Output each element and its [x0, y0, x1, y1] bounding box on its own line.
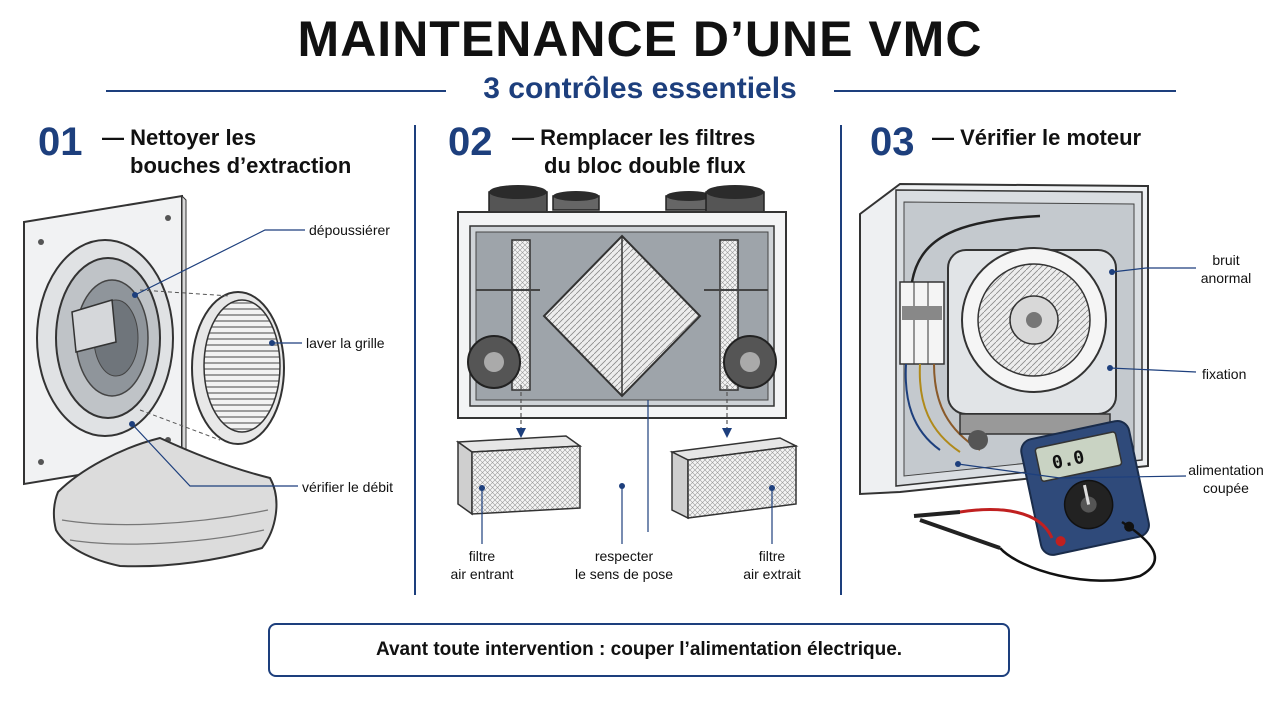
filter-arrows [516, 385, 732, 438]
step-2-leader-lines [479, 400, 775, 544]
step-2-title-line2: du bloc double flux [544, 153, 746, 178]
label-filtre-air-entrant-line2: air entrant [450, 566, 514, 582]
cloth-illustration [52, 436, 278, 568]
page-subtitle: 3 contrôles essentiels [483, 72, 797, 105]
dual-flow-unit-illustration [457, 185, 787, 419]
step-2-title-line1: — Remplacer les filtres [512, 125, 756, 150]
label-filtre-air-extrait-line2: air extrait [743, 566, 801, 582]
step-3-leader-lines [955, 267, 1197, 479]
label-laver-la-grille: laver la grille [306, 335, 385, 351]
step-1-title-line1: — Nettoyer les [102, 125, 257, 150]
column-separator-1 [414, 125, 416, 595]
column-separator-2 [840, 125, 842, 595]
vent-illustration [23, 194, 187, 486]
label-bruit-anormal: bruit anormal [1196, 251, 1256, 287]
label-bruit-anormal-line1: bruit [1212, 252, 1240, 268]
grille-illustration [139, 289, 285, 445]
label-filtre-air-entrant: filtre air entrant [432, 547, 532, 583]
subtitle-rule-right [834, 90, 1176, 92]
label-filtre-air-entrant-line1: filtre [468, 548, 496, 564]
step-3-title: — Vérifier le moteur [932, 124, 1141, 152]
safety-warning-text: Avant toute intervention : couper l’alim… [375, 639, 903, 660]
step-3-title-line1: — Vérifier le moteur [932, 125, 1142, 150]
label-respecter-sens-de-pose: respecter le sens de pose [558, 547, 690, 583]
step-1-title-line2: bouches d’extraction [130, 153, 352, 178]
extracted-air-filter [669, 437, 799, 520]
step-1-number: 01 [38, 120, 83, 164]
step-3-number: 03 [870, 120, 915, 164]
subtitle-rule-left [106, 90, 446, 92]
label-depoussierer: dépoussiérer [309, 222, 390, 238]
multimeter-illustration [913, 420, 1156, 582]
label-filtre-air-extrait-line1: filtre [758, 548, 786, 564]
label-bruit-anormal-line2: anormal [1200, 270, 1252, 286]
label-respecter-line2: le sens de pose [574, 566, 674, 582]
page-title: MAINTENANCE D’UNE VMC [297, 11, 983, 67]
label-respecter-line1: respecter [594, 548, 654, 564]
safety-warning-box: Avant toute intervention : couper l’alim… [268, 623, 1010, 677]
label-alimentation-line2: coupée [1203, 480, 1249, 496]
label-verifier-le-debit: vérifier le débit [302, 479, 394, 495]
step-2-number: 02 [448, 120, 493, 164]
label-alimentation-line1: alimentation [1188, 462, 1264, 478]
step-2-title: — Remplacer les filtres du bloc double f… [512, 124, 755, 180]
label-filtre-air-extrait: filtre air extrait [722, 547, 822, 583]
incoming-air-filter [455, 435, 583, 516]
label-fixation: fixation [1202, 366, 1247, 382]
step-1-title: — Nettoyer les bouches d’extraction [102, 124, 351, 180]
top-ducts [488, 185, 765, 215]
label-alimentation-coupee: alimentation coupée [1182, 461, 1270, 497]
step-1-leader-lines [129, 229, 305, 487]
